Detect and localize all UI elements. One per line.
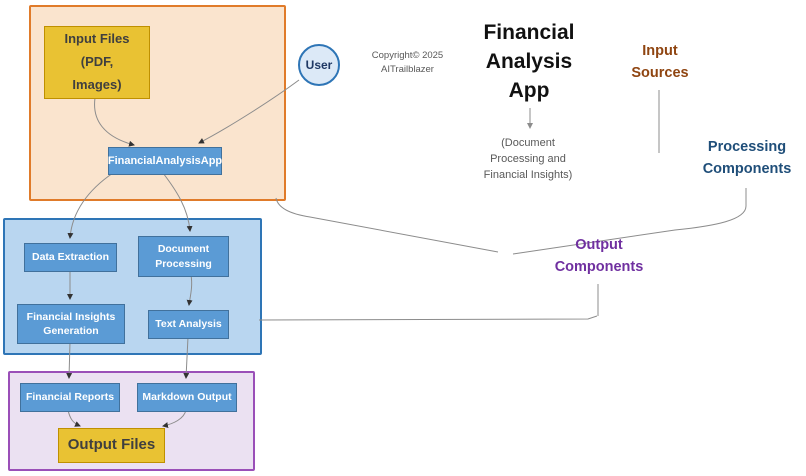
node-text-analysis: Text Analysis [148,310,229,339]
node-financial-insights-generation: Financial Insights Generation [17,304,125,344]
node-output-files: Output Files [58,428,165,463]
node-input-files: Input Files (PDF, Images) [44,26,150,99]
diagram-title: Financial Analysis App [483,21,575,102]
label-processing-components: Processing Components [702,139,792,177]
node-data-extraction: Data Extraction [24,243,117,272]
label-output-components: Output Components [554,237,644,275]
callout-input-group-to-output-components [275,197,499,253]
node-user-circle: User [298,44,340,86]
copyright-text: Copyright© 2025 AITrailblazer [371,50,444,75]
callout-processing-group-line [258,315,598,321]
node-markdown-output: Markdown Output [137,383,237,412]
label-input-sources: Input Sources [631,43,689,81]
node-financial-analysis-app: FinancialAnalysisApp [108,147,222,175]
diagram-subtitle: (Document Processing and Financial Insig… [483,137,573,181]
node-document-processing: Document Processing [138,236,229,277]
node-financial-reports: Financial Reports [20,383,120,412]
